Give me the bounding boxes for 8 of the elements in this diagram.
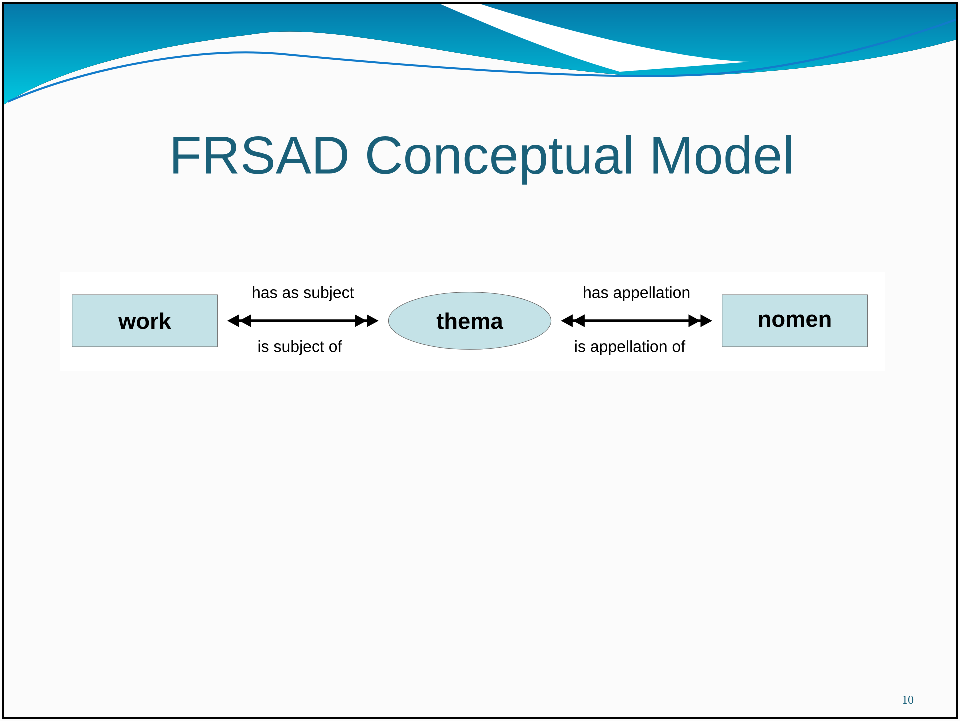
relationship-label: is subject of bbox=[258, 340, 342, 356]
relationship-label: is appellation of bbox=[575, 340, 686, 356]
entity-box: nomen bbox=[722, 294, 868, 348]
edge-label: has appellation bbox=[584, 286, 690, 302]
edge-label: has as subject bbox=[253, 286, 354, 302]
slide-title: FRSAD Conceptual Model bbox=[174, 135, 792, 185]
entity-box: work bbox=[72, 294, 218, 348]
page-number: 10 bbox=[903, 696, 914, 704]
